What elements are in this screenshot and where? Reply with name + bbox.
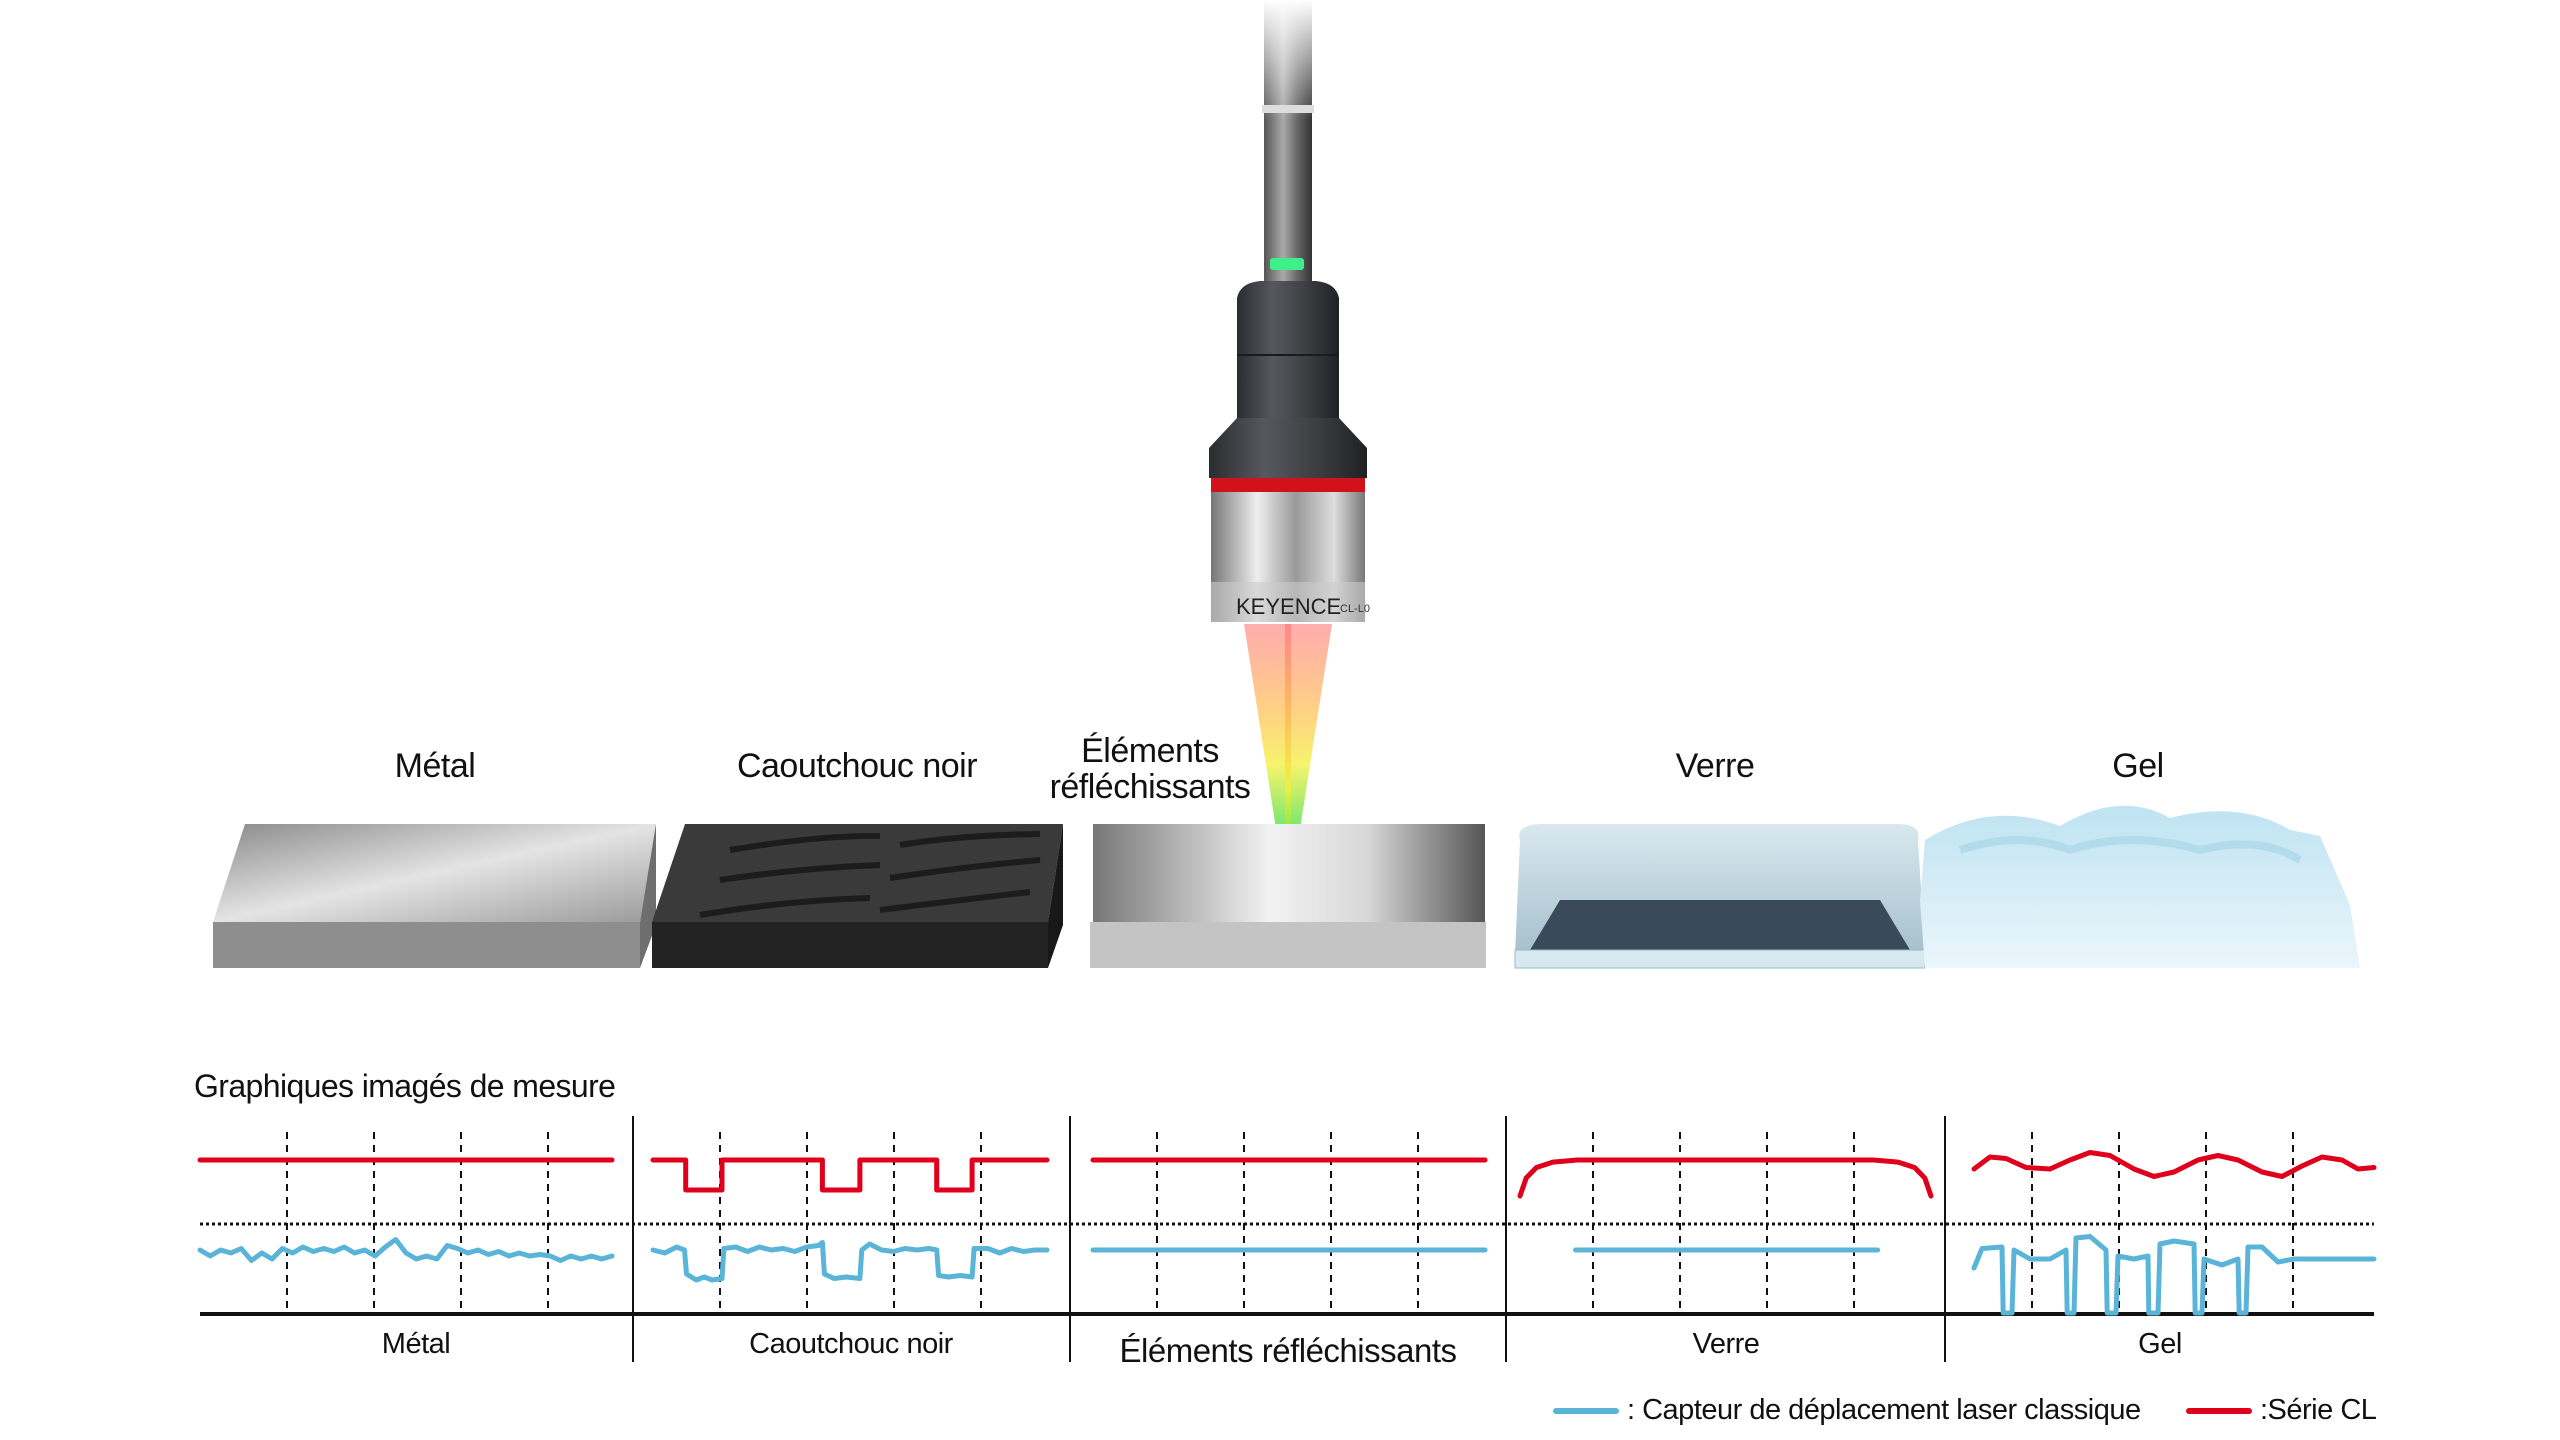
legend-swatch-cl <box>2186 1407 2252 1414</box>
sample-glass <box>1514 824 1926 969</box>
cl-series-line <box>650 1157 1050 1193</box>
measurement-chart <box>197 1116 2377 1362</box>
panel-label-rubber: Caoutchouc noir <box>749 1328 953 1360</box>
sample-black-rubber <box>652 824 1063 968</box>
laser-sensor-probe: KEYENCE CL-L0 <box>1209 0 1370 924</box>
sample-metal <box>213 824 656 968</box>
brand-logo: KEYENCE <box>1236 594 1341 619</box>
sample-reflective <box>1090 824 1486 968</box>
sample-label-reflective-line1: Éléments <box>1081 732 1219 770</box>
classic-series-line <box>197 1237 615 1263</box>
panel-label-metal: Métal <box>381 1328 451 1360</box>
panel-label-gel: Gel <box>2138 1328 2182 1360</box>
sample-label-glass: Verre <box>1675 747 1755 785</box>
cl-series-line <box>1971 1150 2377 1179</box>
sample-label-reflective: Éléments réfléchissants <box>1050 733 1251 805</box>
model-label: CL-L0 <box>1340 603 1370 615</box>
sample-gel <box>1920 805 2360 968</box>
legend-item-cl: :Série CL <box>2186 1394 2377 1427</box>
panel-label-glass: Verre <box>1692 1328 1760 1360</box>
legend-label-classic: : Capteur de déplacement laser classique <box>1627 1394 2141 1426</box>
sample-label-metal: Métal <box>394 747 476 785</box>
sample-label-gel: Gel <box>2112 747 2164 785</box>
classic-series-line <box>650 1240 1050 1283</box>
status-led-icon <box>1270 258 1304 270</box>
legend-swatch-classic <box>1553 1407 1619 1414</box>
cl-series-line <box>1517 1157 1934 1199</box>
sample-label-rubber: Caoutchouc noir <box>736 747 978 785</box>
legend-label-cl: :Série CL <box>2260 1394 2377 1426</box>
chart-title: Graphiques imagés de mesure <box>194 1068 616 1104</box>
panel-label-reflective: Éléments réfléchissants <box>1119 1332 1457 1369</box>
legend-item-classic: : Capteur de déplacement laser classique <box>1553 1394 2141 1427</box>
classic-series-line <box>1971 1234 2377 1316</box>
sample-label-reflective-line2: réfléchissants <box>1049 768 1251 806</box>
